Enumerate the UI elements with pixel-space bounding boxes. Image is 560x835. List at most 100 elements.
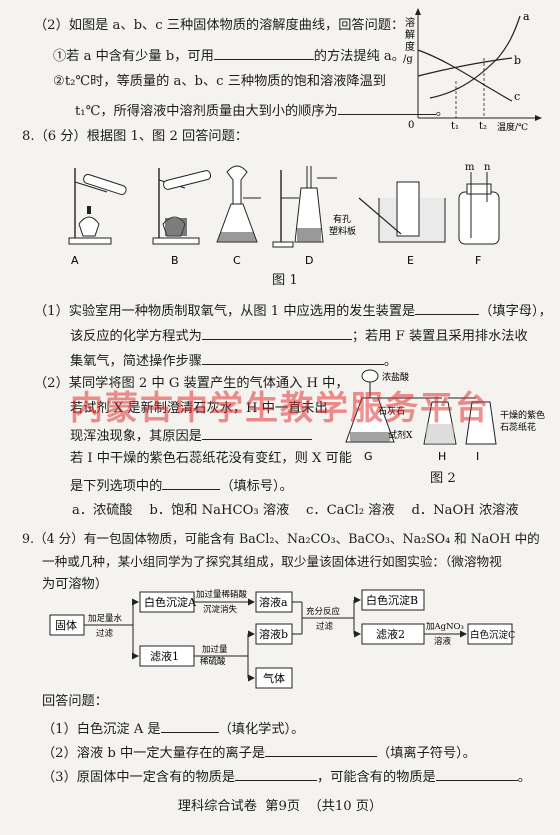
q9-a2: （2）溶液 b 中一定大量存在的离子是（填离子符号）。 xyxy=(42,742,476,763)
q8-options: a．浓硫酸 b．饱和 NaHCO₃ 溶液 c．CaCl₂ 溶液 d．NaOH 浓… xyxy=(72,503,519,518)
txt-ppt-b: 白色沉淀B xyxy=(366,593,418,607)
answer-blank[interactable] xyxy=(162,475,221,490)
apparatus-e: E xyxy=(358,181,446,267)
q7-sub2-cont: t₁℃，所得溶液中溶剂质量由大到小的顺序为。 xyxy=(75,100,449,121)
q9-line2: 一种或几种，某小组同学为了探究其组成，取少量该固体进行如图实验：（微溶物视 xyxy=(42,554,502,569)
watermark-text: 内蒙古中学生教学服务平台 xyxy=(70,388,490,427)
curve-c xyxy=(417,49,513,102)
q8-p2-line1: （2）某同学将图 2 中 G 装置产生的气体通入 H 中， xyxy=(34,376,349,391)
apparatus-a: A xyxy=(68,168,127,267)
answer-blank[interactable] xyxy=(213,45,314,60)
curve-b xyxy=(417,57,513,77)
label-H: H xyxy=(438,450,446,463)
q8-p2-line3: 现浑浊现象，其原因是 xyxy=(70,425,312,446)
q7-sub1: ①若 a 中含有少量 b，可用的方法提纯 a。 xyxy=(53,45,405,66)
label-I: I xyxy=(476,450,479,463)
label-G: G xyxy=(364,450,373,463)
txt-add-hcl2: 稀硫酸 xyxy=(200,656,226,667)
figure-2-apparatus: 浓盐酸 石灰石 G 试剂X H 干燥的紫色 石蕊纸花 I xyxy=(345,369,545,463)
answer-blank[interactable] xyxy=(415,300,480,315)
txt-add-hcl1: 加过量 xyxy=(202,644,228,655)
t1-label: t₁ xyxy=(451,121,459,132)
q8-p2-line5: 是下列选项中的（填标号）。 xyxy=(70,475,293,496)
t2-label: t₂ xyxy=(479,121,487,132)
label-C: C xyxy=(233,254,241,267)
y-label-1: 溶 xyxy=(405,16,415,29)
label-A: A xyxy=(71,254,79,267)
box-ppt-c xyxy=(467,623,513,645)
txt-add-hno3: 加过量稀硝酸 xyxy=(196,589,248,600)
txt-solid: 固体 xyxy=(55,618,77,632)
f-m-label: m xyxy=(465,162,475,173)
q8-header: 8.（6 分）根据图 1、图 2 回答问题： xyxy=(22,129,248,144)
stone-label: 石灰石 xyxy=(378,405,405,417)
apparatus-d: 有孔 塑料板 D xyxy=(272,166,356,267)
solubility-graph: 溶 解 度 /g 0 a b c t₁ t₂ 温度/℃ xyxy=(403,8,542,133)
f-n-label: n xyxy=(484,162,491,173)
y-axis-arrow xyxy=(415,8,421,15)
box-gas xyxy=(255,667,293,689)
apparatus-h: 试剂X H xyxy=(388,397,457,463)
txt-add-water: 加足量水 xyxy=(88,613,123,624)
q8-p2-line4: 若 I 中干燥的紫色石蕊纸花没有变红，则 X 可能 xyxy=(70,451,352,466)
answer-blank[interactable] xyxy=(160,718,219,733)
q9-line3: 为可溶物） xyxy=(42,577,108,592)
acid-label: 浓盐酸 xyxy=(382,371,409,383)
label-E: E xyxy=(407,254,414,267)
q7-part2-intro: （2）如图是 a、b、c 三种固体物质的溶解度曲线，回答问题： xyxy=(34,18,405,33)
answer-blank[interactable] xyxy=(201,325,352,340)
q8-p1-line2: 该反应的化学方程式为；若用 F 装置且采用排水法收 xyxy=(70,325,528,346)
txt-filter2: 过滤 xyxy=(316,621,334,632)
y-label-4: /g xyxy=(403,54,413,65)
label-b: b xyxy=(514,54,521,67)
answer-blank[interactable] xyxy=(201,425,312,440)
q9-answer-header: 回答问题： xyxy=(42,694,108,709)
apparatus-g: 浓盐酸 石灰石 G xyxy=(345,369,416,463)
txt-sol-a: 溶液a xyxy=(259,595,288,609)
page-footer: 理科综合试卷 第9页 （共10 页） xyxy=(177,799,383,814)
flowchart: 固体 加足量水 过滤 白色沉淀A 加过量稀硝酸 沉淀消失 滤液1 加过量 稀硫酸… xyxy=(49,589,515,689)
label-a: a xyxy=(523,10,530,23)
q9-line1: 9.（4 分）有一包固体物质，可能含有 BaCl₂、Na₂CO₃、BaCO₃、N… xyxy=(22,531,540,546)
txt-sol-b: 溶液b xyxy=(259,627,288,641)
y-label-2: 解 xyxy=(405,28,415,41)
txt-ppt-dissolve: 沉淀消失 xyxy=(203,604,238,615)
fig1-caption: 图 1 xyxy=(272,273,298,288)
answer-blank[interactable] xyxy=(201,350,384,365)
fig2-caption: 图 2 xyxy=(430,471,456,486)
curve-a xyxy=(429,15,521,99)
box-ppt-b xyxy=(361,589,425,611)
apparatus-i: 干燥的紫色 石蕊纸花 I xyxy=(448,397,545,463)
apparatus-b: B xyxy=(152,168,212,267)
answer-blank[interactable] xyxy=(337,100,436,115)
answer-blank[interactable] xyxy=(435,766,518,781)
txt-ppt-a: 白色沉淀A xyxy=(144,595,197,609)
label-D: D xyxy=(305,254,313,267)
paper-label-2: 石蕊纸花 xyxy=(500,421,536,433)
label-c: c xyxy=(514,90,520,103)
q8-p2-line2: 若试剂 X 是新制澄清石灰水，H 中一直未出 xyxy=(70,401,328,416)
d-note-1: 有孔 xyxy=(333,213,351,225)
paper-label-1: 干燥的紫色 xyxy=(500,409,545,421)
label-F: F xyxy=(475,254,481,267)
x-axis-arrow xyxy=(535,115,542,121)
txt-gas: 气体 xyxy=(263,671,285,685)
q9-a3: （3）原固体中一定含有的物质是，可能含有的物质是。 xyxy=(42,766,531,787)
answer-blank[interactable] xyxy=(235,766,318,781)
q7-sub2: ②t₂℃时，等质量的 a、b、c 三种物质的饱和溶液降温到 xyxy=(53,74,386,89)
txt-add-agno3: 加AgNO₃ xyxy=(426,621,464,632)
answer-blank[interactable] xyxy=(265,742,378,757)
q8-p1-line3: 集氧气，简述操作步骤。 xyxy=(70,350,397,371)
txt-filter1: 过滤 xyxy=(96,628,114,639)
origin-label: 0 xyxy=(408,120,414,131)
q8-p1-line1: （1）实验室用一种物质制取氧气，从图 1 中应选用的发生装置是（填字母）， xyxy=(34,300,552,321)
txt-react: 充分反应 xyxy=(306,606,341,617)
x-label: 温度/℃ xyxy=(497,121,528,133)
y-label-3: 度 xyxy=(405,40,415,53)
label-B: B xyxy=(171,254,179,267)
d-note-2: 塑料板 xyxy=(329,225,356,237)
txt-filtrate2: 滤液2 xyxy=(376,627,405,641)
figure-1-apparatus: A B C 有孔 塑料板 D E xyxy=(68,162,500,267)
reagent-label: 试剂X xyxy=(388,429,413,441)
txt-agno3-sol: 溶液 xyxy=(434,636,452,647)
